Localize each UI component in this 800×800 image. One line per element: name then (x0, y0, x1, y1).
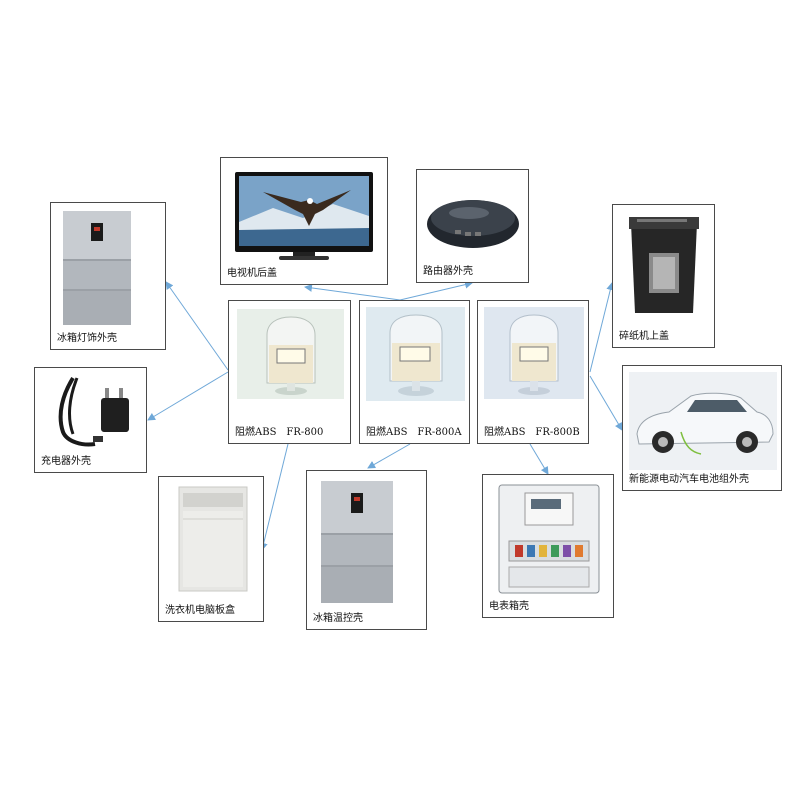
arrow-to-meter-box (529, 443, 549, 475)
card-charger: 充电器外壳 (34, 367, 147, 473)
caption-washer-board: 洗衣机电脑板盒 (165, 605, 235, 616)
arrow-to-charger (147, 371, 229, 421)
caption-router: 路由器外壳 (423, 266, 473, 277)
label-fr800a: 阻燃ABS FR-800A (366, 427, 462, 438)
card-fridge-light: 冰箱灯饰外壳 (50, 202, 166, 350)
caption-ev-battery: 新能源电动汽车电池组外壳 (629, 474, 749, 485)
car-image (629, 372, 777, 470)
card-meter-box: 电表箱壳 (482, 474, 614, 618)
card-shredder: 碎纸机上盖 (612, 204, 715, 348)
card-fridge-temp: 冰箱温控壳 (306, 470, 427, 630)
caption-tv: 电视机后盖 (227, 268, 277, 279)
arrow-to-fridge-temp (367, 443, 411, 469)
card-product-fr800a: 阻燃ABS FR-800A (359, 300, 470, 444)
card-washer-board: 洗衣机电脑板盒 (158, 476, 264, 622)
card-ev-battery: 新能源电动汽车电池组外壳 (622, 365, 782, 491)
meter-box-image (498, 484, 600, 594)
router-image (427, 200, 519, 248)
caption-fridge-light: 冰箱灯饰外壳 (57, 333, 117, 344)
tv-image (235, 172, 373, 260)
arrow-to-router (399, 280, 473, 301)
caption-meter-box: 电表箱壳 (489, 601, 529, 612)
arrow-to-shredder (589, 282, 615, 373)
charger-image (58, 376, 129, 447)
arrow-to-ev-battery (589, 375, 623, 431)
arrow-to-washer-board (259, 443, 289, 551)
caption-charger: 充电器外壳 (41, 456, 91, 467)
fridge-image (63, 211, 131, 325)
arrow-to-tv (304, 283, 401, 301)
fridge-temp-image (321, 481, 393, 603)
shredder-image (629, 217, 699, 313)
fr800a-jar-image (366, 307, 465, 401)
card-router: 路由器外壳 (416, 169, 529, 283)
card-product-fr800b: 阻燃ABS FR-800B (477, 300, 589, 444)
caption-shredder: 碎纸机上盖 (619, 331, 669, 342)
card-product-fr800: 阻燃ABS FR-800 (228, 300, 351, 444)
card-tv: 电视机后盖 (220, 157, 388, 285)
washer-image (178, 486, 248, 592)
label-fr800: 阻燃ABS FR-800 (235, 427, 324, 438)
fr800-jar-image (237, 309, 344, 399)
arrow-to-fridge-light (165, 281, 229, 371)
label-fr800b: 阻燃ABS FR-800B (484, 427, 580, 438)
caption-fridge-temp: 冰箱温控壳 (313, 613, 363, 624)
fr800b-jar-image (484, 307, 584, 399)
